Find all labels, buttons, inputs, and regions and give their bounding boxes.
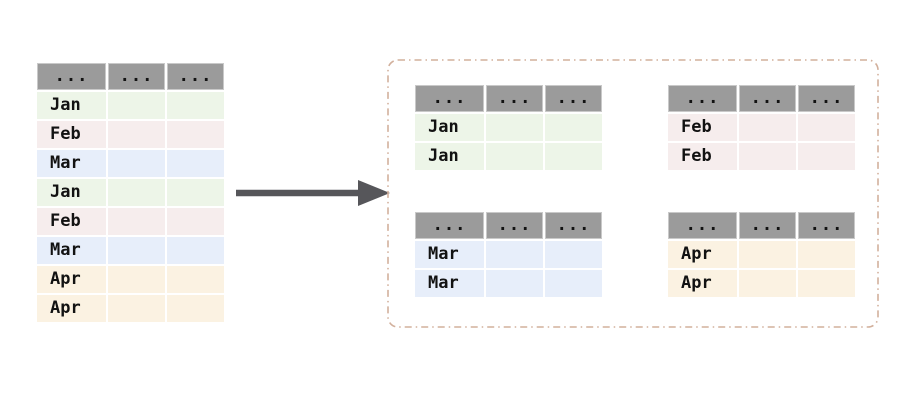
table-row: Mar (37, 237, 224, 264)
empty-cell (739, 114, 796, 141)
row-label-cell: Jan (37, 92, 106, 119)
empty-cell (167, 266, 224, 293)
split-arrow-icon (236, 180, 390, 206)
row-label-cell: Apr (668, 270, 737, 297)
row-label-cell: Mar (37, 150, 106, 177)
empty-cell (798, 241, 855, 268)
table-row: Jan (37, 179, 224, 206)
table-header-row: ... ... ... (37, 63, 224, 90)
group-table-feb: ... ... ... Feb Feb (668, 85, 855, 172)
table-row: Apr (668, 270, 855, 297)
table-header-cell: ... (415, 85, 484, 112)
empty-cell (545, 143, 602, 170)
table-header-cell: ... (668, 212, 737, 239)
row-label-cell: Jan (415, 143, 484, 170)
table-header-cell: ... (486, 85, 543, 112)
empty-cell (798, 114, 855, 141)
empty-cell (108, 208, 165, 235)
table-row: Mar (415, 241, 602, 268)
table-row: Mar (415, 270, 602, 297)
table-header-cell: ... (486, 212, 543, 239)
table-row: Apr (37, 266, 224, 293)
table-header-cell: ... (545, 85, 602, 112)
table-header-row: ... ... ... (668, 85, 855, 112)
table-header-row: ... ... ... (415, 85, 602, 112)
empty-cell (108, 295, 165, 322)
row-label-cell: Apr (37, 295, 106, 322)
empty-cell (167, 208, 224, 235)
empty-cell (739, 270, 796, 297)
table-row: Feb (668, 114, 855, 141)
empty-cell (167, 295, 224, 322)
empty-cell (167, 92, 224, 119)
table-row: Jan (415, 114, 602, 141)
table-row: Jan (37, 92, 224, 119)
table-header-cell: ... (545, 212, 602, 239)
row-label-cell: Mar (415, 241, 484, 268)
empty-cell (167, 121, 224, 148)
empty-cell (167, 179, 224, 206)
table-row: Mar (37, 150, 224, 177)
table-header-cell: ... (668, 85, 737, 112)
table-header-row: ... ... ... (415, 212, 602, 239)
source-table: ... ... ... Jan Feb Mar Jan Feb (37, 63, 224, 324)
empty-cell (545, 241, 602, 268)
empty-cell (739, 143, 796, 170)
empty-cell (167, 237, 224, 264)
empty-cell (486, 143, 543, 170)
empty-cell (545, 114, 602, 141)
empty-cell (486, 241, 543, 268)
empty-cell (798, 270, 855, 297)
empty-cell (108, 237, 165, 264)
empty-cell (798, 143, 855, 170)
table-header-cell: ... (167, 63, 224, 90)
group-table-jan: ... ... ... Jan Jan (415, 85, 602, 172)
table-row: Apr (668, 241, 855, 268)
row-label-cell: Feb (668, 143, 737, 170)
groups-container-border (387, 59, 879, 328)
row-label-cell: Feb (37, 208, 106, 235)
group-table-mar: ... ... ... Mar Mar (415, 212, 602, 299)
row-label-cell: Mar (415, 270, 484, 297)
row-label-cell: Feb (668, 114, 737, 141)
empty-cell (108, 179, 165, 206)
table-row: Feb (37, 121, 224, 148)
empty-cell (167, 150, 224, 177)
row-label-cell: Jan (415, 114, 484, 141)
table-header-cell: ... (798, 85, 855, 112)
row-label-cell: Feb (37, 121, 106, 148)
table-header-cell: ... (415, 212, 484, 239)
group-table-apr: ... ... ... Apr Apr (668, 212, 855, 299)
empty-cell (486, 270, 543, 297)
table-header-cell: ... (37, 63, 106, 90)
table-header-cell: ... (739, 212, 796, 239)
empty-cell (108, 121, 165, 148)
table-header-row: ... ... ... (668, 212, 855, 239)
table-header-cell: ... (739, 85, 796, 112)
empty-cell (545, 270, 602, 297)
table-row: Feb (37, 208, 224, 235)
empty-cell (108, 150, 165, 177)
row-label-cell: Mar (37, 237, 106, 264)
empty-cell (739, 241, 796, 268)
row-label-cell: Apr (668, 241, 737, 268)
empty-cell (108, 92, 165, 119)
row-label-cell: Jan (37, 179, 106, 206)
row-label-cell: Apr (37, 266, 106, 293)
table-header-cell: ... (798, 212, 855, 239)
table-header-cell: ... (108, 63, 165, 90)
table-row: Apr (37, 295, 224, 322)
table-row: Feb (668, 143, 855, 170)
table-row: Jan (415, 143, 602, 170)
empty-cell (108, 266, 165, 293)
empty-cell (486, 114, 543, 141)
